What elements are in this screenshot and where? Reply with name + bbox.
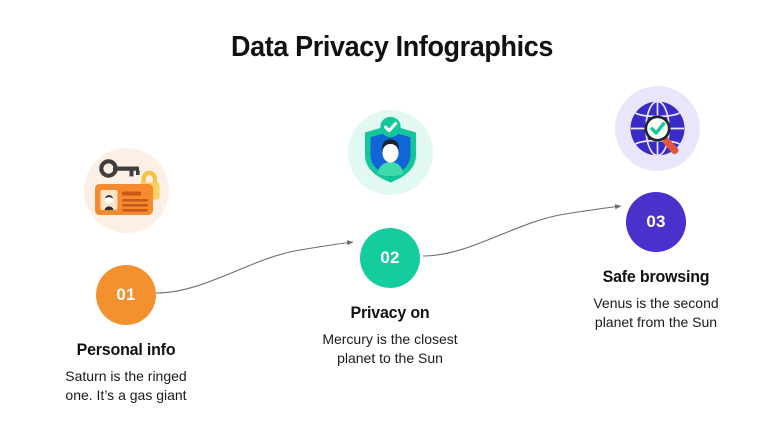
shield-person-check-icon — [365, 116, 416, 183]
page-title: Data Privacy Infographics — [231, 31, 553, 63]
step-01-description-line1: Saturn is the ringed — [65, 368, 187, 384]
step-02-text: Privacy on Mercury is the closest planet… — [285, 303, 495, 368]
step-02-title: Privacy on — [350, 303, 430, 322]
step-02-description-line1: Mercury is the closest — [322, 331, 458, 347]
step-03-description: Venus is the second planet from the Sun — [551, 294, 761, 332]
step-02-description-line2: planet to the Sun — [337, 350, 443, 366]
badge-03[interactable]: 03 — [626, 192, 686, 252]
connector-02-to-03 — [422, 204, 622, 257]
step-01-description: Saturn is the ringed one. It’s a gas gia… — [21, 367, 231, 405]
badge-01[interactable]: 01 — [96, 265, 156, 325]
badge-number-03: 03 — [646, 212, 666, 231]
step-01-title: Personal info — [76, 340, 176, 359]
shield-glyph — [365, 125, 416, 183]
badge-02[interactable]: 02 — [360, 228, 420, 288]
key-glyph — [99, 159, 140, 178]
check-badge-glyph — [380, 116, 401, 138]
step-03-description-line2: planet from the Sun — [594, 314, 718, 330]
step-03-description-line1: Venus is the second — [593, 295, 719, 311]
connector-01-to-02 — [155, 240, 354, 294]
badge-number-02: 02 — [380, 248, 400, 267]
badge-number-01: 01 — [116, 285, 136, 304]
step-02-description: Mercury is the closest planet to the Sun — [285, 330, 495, 368]
id-card-key-lock-icon — [95, 159, 160, 215]
step-03-title: Safe browsing — [602, 267, 710, 286]
globe-magnifier-check-icon — [630, 100, 685, 157]
magnifier-glyph — [644, 115, 679, 155]
step-01-text: Personal info Saturn is the ringed one. … — [21, 340, 231, 405]
id-card-glyph — [95, 184, 153, 215]
step-03-text: Safe browsing Venus is the second planet… — [551, 267, 761, 332]
step-01-description-line2: one. It’s a gas giant — [65, 387, 187, 403]
